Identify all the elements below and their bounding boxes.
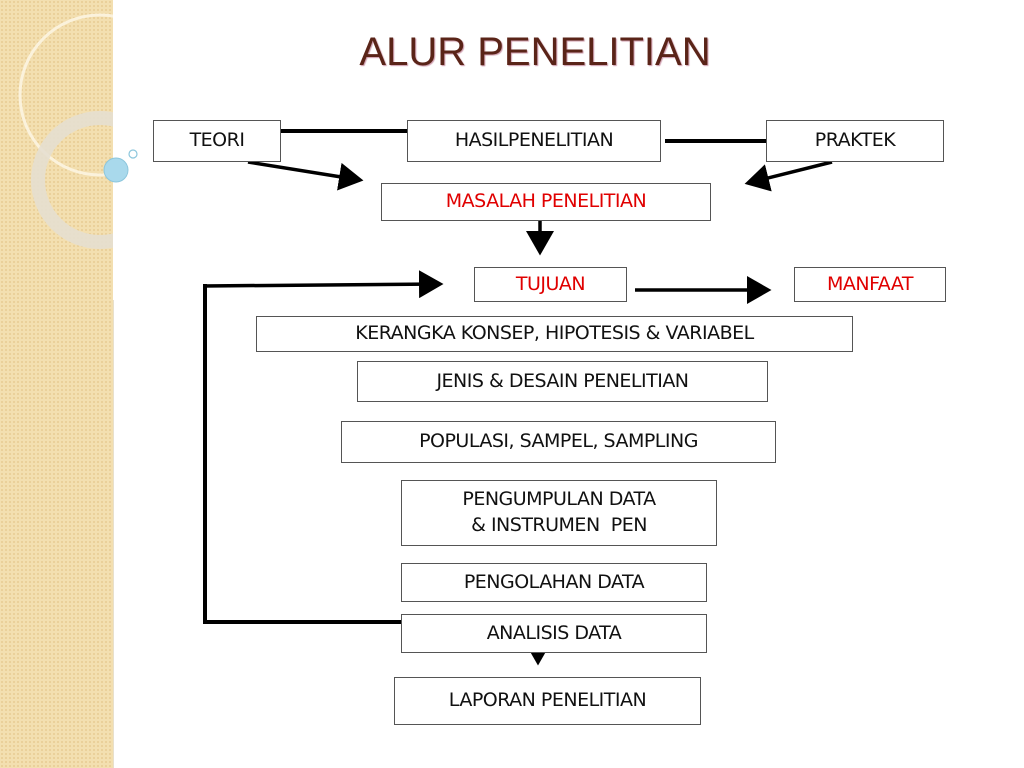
node-tujuan: TUJUAN	[474, 267, 627, 302]
node-pengolahan-data: PENGOLAHAN DATA	[401, 563, 707, 602]
page-title: ALUR PENELITIAN	[359, 30, 711, 74]
arrow-teori-masalah	[247, 160, 364, 191]
node-masalah-penelitian: MASALAH PENELITIAN	[381, 183, 711, 221]
decorative-circles	[18, 0, 160, 300]
arrow-loop-tujuan	[202, 270, 444, 299]
node-laporan-penelitian: LAPORAN PENELITIAN	[394, 677, 701, 725]
node-hasil-penelitian: HASILPENELITIAN	[407, 120, 661, 162]
node-populasi-sampel: POPULASI, SAMPEL, SAMPLING	[341, 421, 776, 463]
node-jenis-desain: JENIS & DESAIN PENELITIAN	[357, 361, 768, 402]
node-analisis-data: ANALISIS DATA	[401, 614, 707, 653]
node-praktek: PRAKTEK	[766, 120, 944, 162]
feedback-loop-line	[203, 284, 401, 624]
node-pengumpulan-data: PENGUMPULAN DATA & INSTRUMEN PEN	[401, 480, 717, 546]
node-teori: TEORI	[153, 120, 281, 162]
node-kerangka-konsep: KERANGKA KONSEP, HIPOTESIS & VARIABEL	[256, 316, 853, 352]
arrow-praktek-masalah	[744, 160, 833, 192]
node-manfaat: MANFAAT	[794, 267, 946, 302]
node-pengumpulan-line2: & INSTRUMEN PEN	[471, 514, 647, 536]
node-pengumpulan-line1: PENGUMPULAN DATA	[462, 488, 656, 511]
